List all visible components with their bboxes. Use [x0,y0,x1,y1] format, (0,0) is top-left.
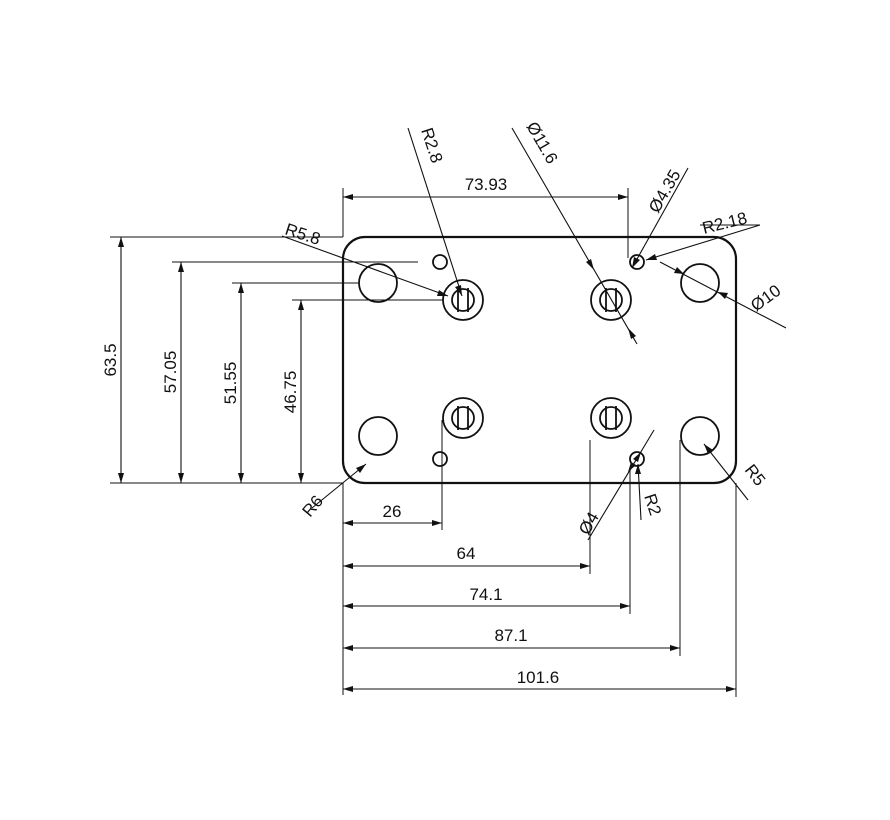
pin-hole-top-right [629,254,645,270]
slotted-hole-bottom-right [590,397,632,439]
callout-r2-8: R2.8 [407,125,463,297]
label-d4: Ø4 [575,509,603,538]
label-r2-18: R2.18 [700,208,749,237]
label-101-6: 101.6 [517,668,560,687]
label-46-75: 46.75 [281,371,300,414]
slotted-hole-bottom-left [442,397,484,439]
dimension-46-75: 46.75 [281,299,443,483]
dimension-73-93: 73.93 [342,175,629,258]
label-r5-8: R5.8 [283,220,323,249]
large-hole-bottom-left [358,416,398,456]
dimension-101-6: 101.6 [343,483,737,697]
slotted-hole-top-right [590,279,632,321]
label-d11-6: Ø11.6 [523,119,562,168]
callout-d11-6: Ø11.6 [511,119,638,345]
label-74-1: 74.1 [469,585,502,604]
label-57-05: 57.05 [161,351,180,394]
slotted-hole-top-left [442,279,484,321]
dimension-64: 64 [343,440,591,574]
label-64: 64 [457,544,476,563]
callout-r5-8: R5.8 [281,220,449,297]
large-hole-top-left [358,263,398,303]
large-hole-top-right [680,263,720,303]
callout-d10: Ø10 [659,261,787,329]
label-r2: R2 [640,491,665,518]
label-r2-8: R2.8 [417,125,446,165]
dimension-63-5: 63.5 [101,236,343,484]
dimension-26: 26 [342,420,443,695]
plate-outline [341,235,738,485]
label-87-1: 87.1 [494,626,527,645]
label-63-5: 63.5 [101,343,120,376]
callout-d4: Ø4 [575,429,655,541]
callout-r2-18: R2.18 [645,208,761,261]
dimension-51-55: 51.55 [221,282,359,483]
label-r5: R5 [741,461,769,490]
callout-r2: R2 [635,463,665,521]
callout-r6: R6 [299,463,367,521]
large-hole-bottom-right [680,416,720,456]
label-26: 26 [383,502,402,521]
label-r6: R6 [299,492,328,521]
pin-hole-bottom-left [432,451,448,467]
dimension-57-05: 57.05 [161,261,418,483]
label-d4-35: Ø4.35 [645,166,685,216]
label-51-55: 51.55 [221,362,240,405]
dimension-87-1: 87.1 [343,440,681,656]
dimension-74-1: 74.1 [343,470,631,614]
callout-d4-35: Ø4.35 [631,166,689,269]
label-73-93: 73.93 [465,175,508,194]
pin-hole-bottom-right [629,451,645,467]
pin-hole-top-left [432,254,448,270]
